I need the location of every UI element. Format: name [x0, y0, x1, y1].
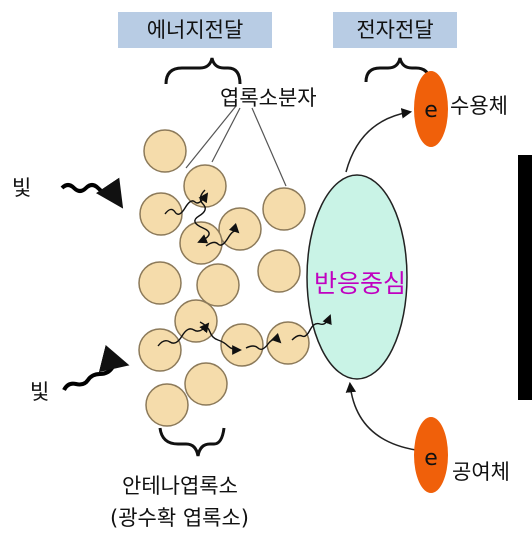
pigment — [257, 249, 301, 293]
electron-transfer-label: 전자전달 — [333, 12, 457, 48]
pigment — [138, 261, 182, 305]
pigment — [143, 129, 187, 173]
pigment — [218, 207, 262, 251]
pigment — [220, 323, 264, 367]
energy-transfer-arrow — [164, 192, 209, 215]
pointer-line — [211, 107, 241, 163]
pointer-line — [251, 107, 287, 187]
reaction-center-label: 반응중심 — [314, 269, 407, 298]
reaction-center — [306, 174, 408, 380]
pigment — [145, 383, 189, 427]
energy-transfer-arrow — [199, 321, 242, 355]
energy-transfer-label: 에너지전달 — [118, 12, 272, 48]
antenna-label: 안테나엽록소 — [122, 474, 238, 498]
donor-label: 공여체 — [452, 460, 510, 484]
pigment — [184, 362, 228, 406]
light-label-bottom: 빛 — [30, 380, 50, 404]
electron-transfer-brace — [364, 57, 432, 83]
acceptor-label: 수용체 — [450, 94, 508, 118]
electron-symbol-top: e — [424, 98, 438, 123]
pigment — [183, 164, 227, 208]
pigment — [262, 187, 306, 231]
electron-to-acceptor-arrow — [345, 108, 413, 173]
antenna-brace — [158, 427, 226, 457]
electron-acceptor — [414, 71, 448, 147]
light-arrow-bottom — [62, 344, 130, 391]
pigment — [174, 299, 218, 343]
energy-transfer-arrow — [291, 314, 332, 341]
electron-symbol-bottom: e — [424, 446, 438, 471]
edge-bar — [518, 155, 532, 400]
electron-donor — [414, 417, 448, 493]
energy-transfer-arrow — [194, 189, 210, 244]
antenna-sublabel: (광수확 엽록소) — [110, 506, 249, 530]
energy-transfer-brace — [164, 57, 242, 85]
pigment — [196, 263, 240, 307]
energy-transfer-arrow — [205, 222, 240, 247]
energy-transfer-arrow — [157, 322, 210, 347]
pigment — [139, 192, 183, 236]
energy-transfer-arrow — [245, 332, 282, 351]
chlorophyll-molecule-label: 엽록소분자 — [220, 86, 317, 110]
antenna-pigments — [138, 129, 310, 427]
pigment — [266, 321, 310, 365]
pigment — [138, 328, 182, 372]
light-label-top: 빛 — [12, 176, 32, 200]
pointer-line — [185, 105, 237, 169]
light-arrow-top — [60, 177, 124, 209]
electron-from-donor-arrow — [345, 381, 417, 451]
